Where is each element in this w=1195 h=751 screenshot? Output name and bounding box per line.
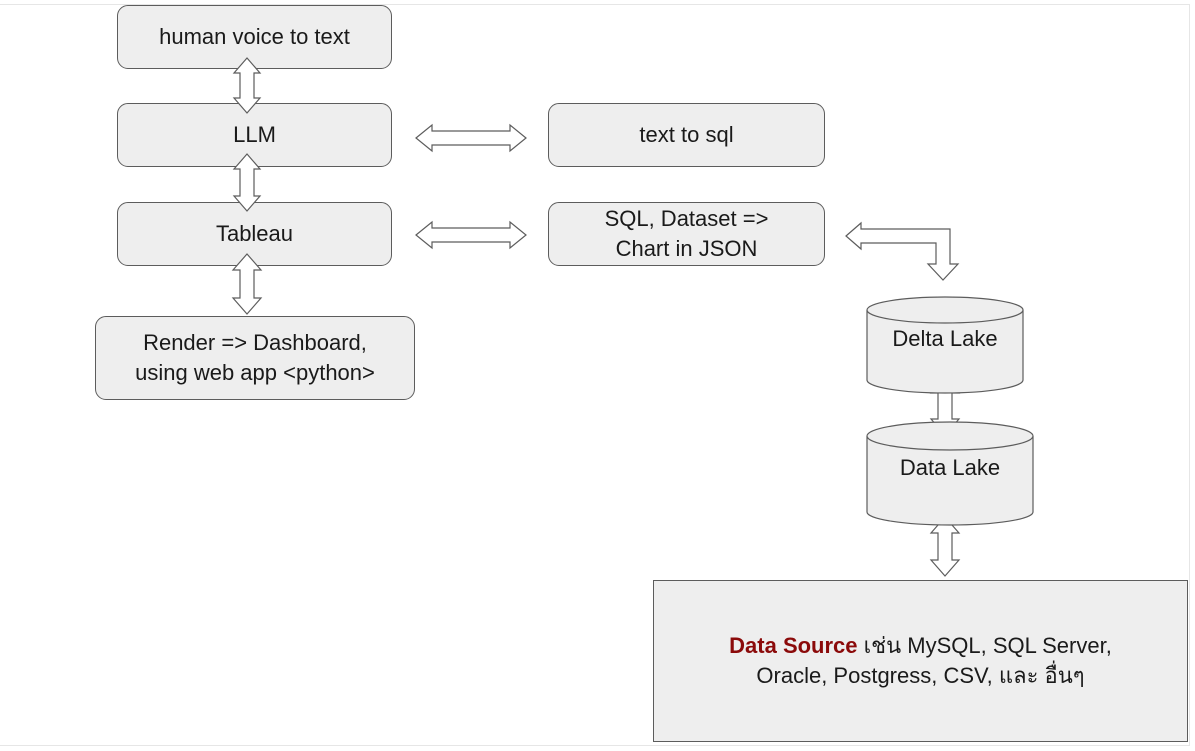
chart-json-label: SQL, Dataset => Chart in JSON: [604, 206, 769, 261]
voice-to-text-node: human voice to text: [117, 5, 392, 69]
data-source-box: Data Source เช่น MySQL, SQL Server, Orac…: [653, 580, 1188, 742]
render-dashboard-node: Render => Dashboard, using web app <pyth…: [95, 316, 415, 400]
render-dashboard-label: Render => Dashboard, using web app <pyth…: [135, 330, 375, 385]
double-arrow-llm-tableau: [232, 153, 262, 212]
delta-lake-cylinder: Delta Lake: [866, 296, 1024, 394]
tableau-node: Tableau: [117, 202, 392, 266]
tableau-label: Tableau: [215, 221, 294, 246]
llm-node: LLM: [117, 103, 392, 167]
double-arrow-tableau-chart: [415, 220, 527, 250]
chart-json-node: SQL, Dataset => Chart in JSON: [548, 202, 825, 266]
data-source-line-2: Oracle, Postgress, CSV, และ อื่นๆ: [756, 663, 1085, 688]
data-lake-cylinder: Data Lake: [866, 421, 1034, 526]
double-arrow-datalake-datasource: [929, 516, 961, 577]
text-to-sql-label: text to sql: [639, 122, 734, 147]
data-lake-label: Data Lake: [900, 455, 1000, 480]
bent-arrow-chart-deltalake: [845, 221, 960, 281]
voice-to-text-label: human voice to text: [159, 24, 350, 49]
text-to-sql-node: text to sql: [548, 103, 825, 167]
data-source-text: Data Source เช่น MySQL, SQL Server, Orac…: [729, 631, 1112, 691]
double-arrow-voice-llm: [232, 57, 262, 114]
data-source-heading: Data Source: [729, 633, 858, 658]
double-arrow-tableau-render: [231, 253, 263, 315]
data-source-line-1: เช่น MySQL, SQL Server,: [857, 633, 1112, 658]
delta-lake-label: Delta Lake: [892, 326, 997, 351]
llm-label: LLM: [233, 122, 276, 147]
double-arrow-llm-texttosql: [415, 123, 527, 153]
